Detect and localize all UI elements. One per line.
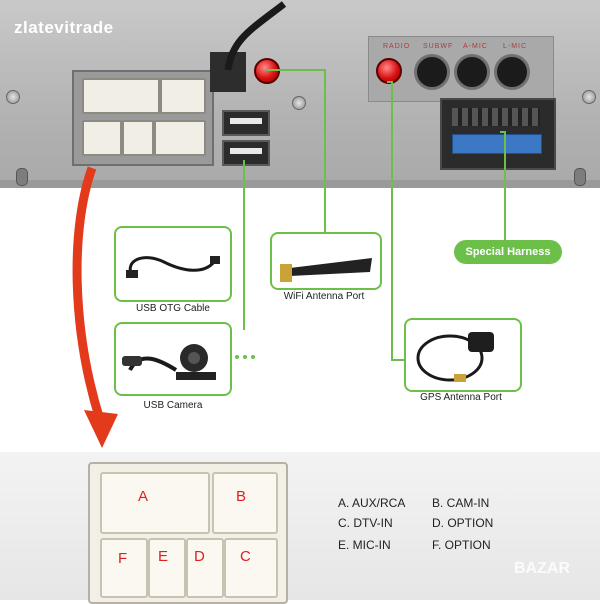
panel-bottom-rim bbox=[0, 180, 600, 188]
connector-top-left bbox=[82, 78, 160, 114]
screw-icon bbox=[6, 90, 20, 104]
camera-icon bbox=[122, 344, 216, 380]
wifi-label: WiFi Antenna Port bbox=[283, 291, 365, 302]
port-label: SUBWF bbox=[423, 43, 454, 50]
usb-cable-icon bbox=[126, 256, 220, 278]
plug-letter-d: D bbox=[194, 548, 205, 565]
rca-hole bbox=[414, 54, 450, 90]
panel-latch bbox=[16, 168, 28, 186]
usb-camera-box bbox=[114, 322, 232, 396]
legend-item: E. MIC-IN bbox=[338, 538, 391, 552]
usb-port-2 bbox=[222, 140, 270, 166]
plug-part-b bbox=[212, 472, 278, 534]
plug-letter-b: B bbox=[236, 488, 247, 505]
plug-part-f bbox=[100, 538, 148, 598]
special-harness-badge: Special Harness bbox=[454, 240, 562, 264]
gps-antenna-icon bbox=[416, 332, 494, 382]
plug-letter-a: A bbox=[138, 488, 149, 505]
rca-hole bbox=[454, 54, 490, 90]
legend-item: A. AUX/RCA bbox=[338, 496, 406, 510]
connector-bottom-2 bbox=[122, 120, 154, 156]
antenna-icon bbox=[280, 258, 372, 282]
plug-part-c bbox=[224, 538, 278, 598]
wifi-box bbox=[270, 232, 382, 290]
watermark-text: zlatevitrade bbox=[14, 18, 114, 37]
port-label: A-MIC bbox=[463, 43, 488, 50]
legend-item: D. OPTION bbox=[432, 516, 494, 530]
rca-hole bbox=[494, 54, 530, 90]
gps-box bbox=[404, 318, 522, 392]
plug-part-e bbox=[148, 538, 186, 598]
legend-item: B. CAM-IN bbox=[432, 496, 490, 510]
bazar-watermark: BAZAR bbox=[514, 560, 570, 577]
special-harness-port bbox=[440, 98, 556, 170]
plug-letter-e: E bbox=[158, 548, 169, 565]
plug-letter-f: F bbox=[118, 550, 128, 567]
plug-part-a bbox=[100, 472, 210, 534]
plug-photo: A B F E D C bbox=[88, 462, 288, 604]
connector-bottom-1 bbox=[82, 120, 122, 156]
gps-label: GPS Antenna Port bbox=[420, 392, 502, 403]
port-label: L-MIC bbox=[503, 43, 528, 50]
power-cable bbox=[210, 1, 287, 92]
port-label: RADIO bbox=[383, 43, 411, 50]
legend-item: C. DTV-IN bbox=[338, 516, 393, 530]
connection-lines bbox=[72, 69, 506, 448]
main-connector-bay bbox=[72, 70, 214, 166]
usb-camera-label: USB Camera bbox=[143, 400, 203, 411]
usb-otg-box bbox=[114, 226, 232, 302]
screw-icon bbox=[292, 96, 306, 110]
legend-item: F. OPTION bbox=[432, 538, 491, 552]
connector-bottom-3 bbox=[154, 120, 206, 156]
usb-port-1 bbox=[222, 110, 270, 136]
screw-icon bbox=[582, 90, 596, 104]
plug-letter-c: C bbox=[240, 548, 251, 565]
panel-latch bbox=[574, 168, 586, 186]
plug-part-d bbox=[186, 538, 224, 598]
connector-top-right bbox=[160, 78, 206, 114]
usb-otg-label: USB OTG Cable bbox=[136, 303, 210, 314]
